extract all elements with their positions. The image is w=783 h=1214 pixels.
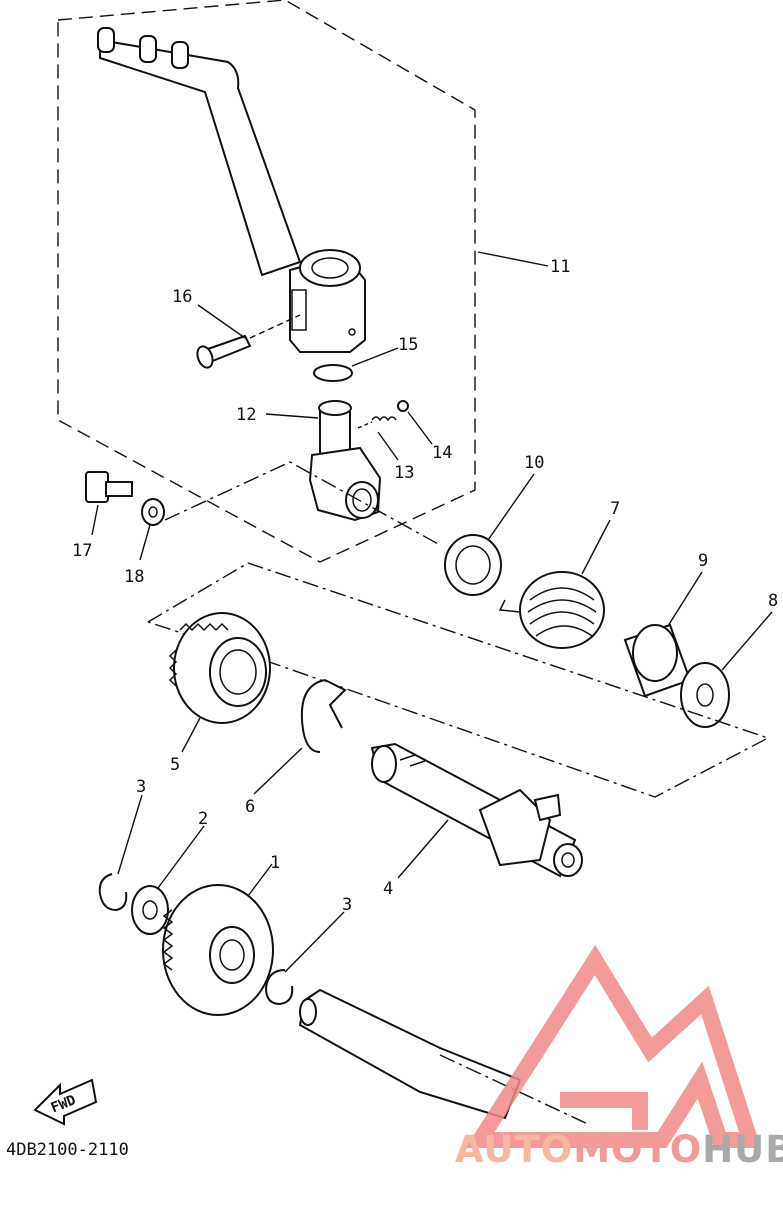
callout-13: 13 [394, 463, 414, 483]
callout-3a: 3 [136, 777, 146, 797]
watermark-hub: HUB [702, 1128, 783, 1171]
callout-7: 7 [610, 499, 620, 519]
watermark-auto: AUTO [455, 1128, 574, 1171]
callout-17: 17 [72, 541, 92, 561]
o-ring-15 [313, 364, 353, 382]
callout-5: 5 [170, 755, 180, 775]
spring-13 [357, 416, 397, 429]
circlip-3a [98, 873, 128, 912]
callout-4: 4 [383, 879, 393, 899]
axis-line-upper [164, 461, 441, 546]
clip-6 [300, 679, 347, 753]
washer-2 [131, 885, 169, 935]
callouts: 1 2 3 3 4 5 6 7 8 9 10 11 12 13 14 15 16… [72, 257, 778, 915]
circlip-3b [264, 969, 294, 1006]
ratchet-gear-5 [168, 612, 271, 724]
callout-16: 16 [172, 287, 192, 307]
kick-boss-12 [308, 400, 382, 522]
callout-3b: 3 [342, 895, 352, 915]
spring-guide-9 [623, 623, 692, 698]
watermark-logo [465, 944, 761, 1148]
assembly-boundary-11 [57, 0, 476, 563]
callout-6: 6 [245, 797, 255, 817]
callout-14: 14 [432, 443, 452, 463]
kick-idle-gear-1 [162, 884, 274, 1016]
callout-9: 9 [698, 551, 708, 571]
callout-15: 15 [398, 335, 418, 355]
watermark-text: AUTOMOTOHUB [455, 1128, 783, 1171]
kick-crank-lever [97, 27, 366, 353]
callout-12: 12 [236, 405, 256, 425]
callout-1: 1 [270, 853, 280, 873]
callout-10: 10 [524, 453, 544, 473]
torsion-spring-7 [498, 571, 605, 649]
kick-idle-shaft [298, 988, 591, 1126]
callout-8: 8 [768, 591, 778, 611]
washer-18 [141, 498, 165, 526]
bolt-17 [85, 471, 133, 503]
drawing-code: 4DB2100-2110 [6, 1140, 129, 1160]
ball-14 [397, 400, 409, 412]
callout-18: 18 [124, 567, 144, 587]
leader-lines [91, 251, 773, 973]
bolt-16 [196, 314, 301, 369]
callout-11: 11 [550, 257, 570, 277]
fwd-arrow-icon: FWD [33, 1078, 98, 1126]
callout-2: 2 [198, 809, 208, 829]
oil-seal-10 [444, 534, 502, 596]
washer-8 [680, 662, 730, 728]
kick-axle-4 [370, 742, 583, 878]
watermark-moto: MOTO [573, 1128, 703, 1171]
